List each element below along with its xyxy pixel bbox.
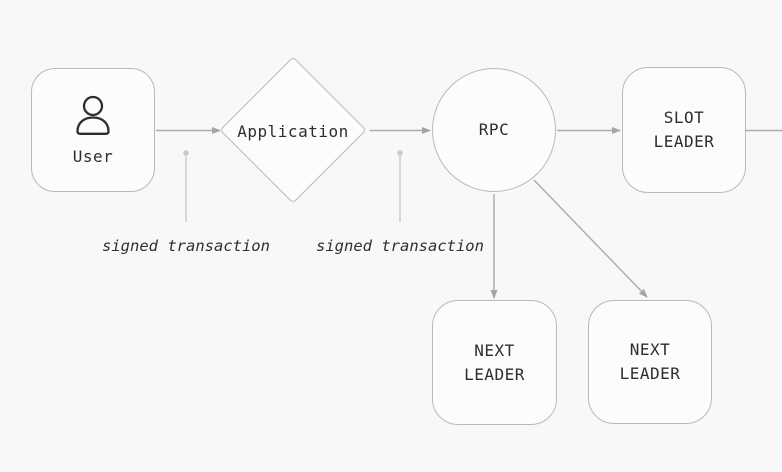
node-next-leader-1: NEXT LEADER — [432, 300, 557, 425]
node-next-leader-2: NEXT LEADER — [588, 300, 712, 424]
node-slot-leader-label: SLOT LEADER — [653, 108, 715, 151]
node-rpc-label: RPC — [478, 120, 510, 139]
person-icon — [76, 95, 110, 135]
node-user-label: User — [72, 147, 114, 166]
annotation-signed-transaction-1: signed transaction — [102, 237, 270, 255]
node-next-leader-2-label: NEXT LEADER — [619, 340, 681, 383]
node-slot-leader: SLOT LEADER — [622, 67, 746, 193]
node-next-leader-1-label: NEXT LEADER — [464, 340, 525, 384]
node-user: User — [31, 68, 155, 192]
node-application-label: Application — [237, 122, 349, 141]
node-rpc: RPC — [432, 68, 556, 192]
node-user-content: User — [32, 69, 154, 191]
edge-rpc-nextleader2-arrow — [533, 179, 648, 298]
annotation-dot-1 — [183, 150, 189, 156]
annotation-signed-transaction-2: signed transaction — [316, 237, 484, 255]
annotation-dot-2 — [397, 150, 403, 156]
